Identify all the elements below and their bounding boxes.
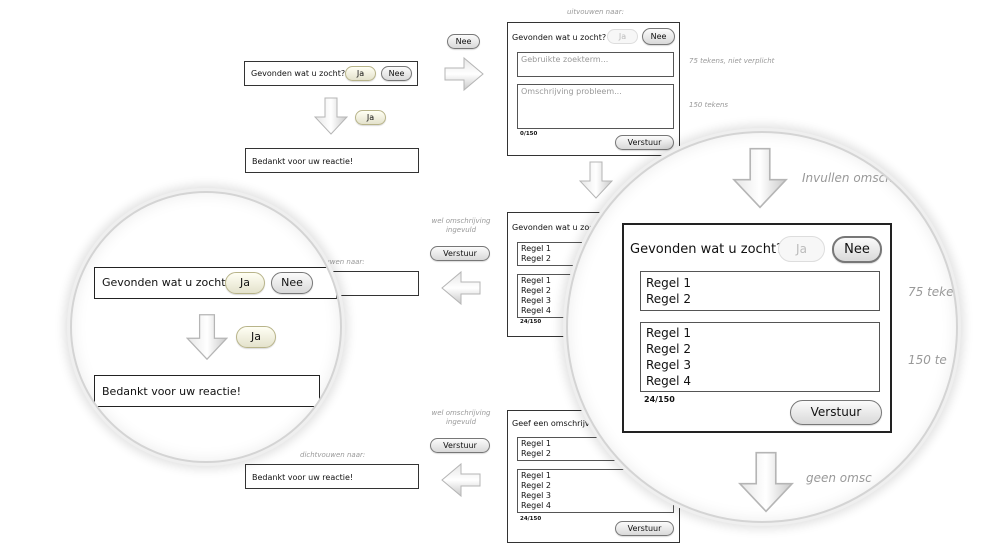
chars-150-note: 150 tekens [689, 101, 729, 109]
problem-textarea[interactable]: Omschrijving probleem... [517, 84, 674, 129]
down-arrow-icon [314, 97, 348, 135]
char-counter: 0/150 [520, 131, 538, 137]
char-counter: 24/150 [520, 319, 542, 325]
magnifier-left: Gevonden wat u zocht? Ja Nee Ja Bedankt … [70, 191, 342, 463]
yes-button[interactable]: Ja [607, 29, 638, 44]
submit-button[interactable]: Verstuur [615, 521, 674, 536]
chars-75-note-partial: 75 teke [908, 285, 954, 299]
chars-75-note: 75 tekens, niet verplicht [689, 57, 775, 65]
feedback-question-box: Gevonden wat u zocht? Ja Nee [244, 61, 418, 86]
yes-action-label: Ja [236, 326, 276, 348]
submit-action-label: Verstuur [430, 438, 490, 453]
submit-action-label: Verstuur [430, 246, 490, 261]
thanks-box: Bedankt voor uw reactie! [94, 375, 320, 407]
no-button[interactable]: Nee [271, 272, 313, 294]
question-label: Gevonden wat u zocht? [251, 69, 346, 78]
down-arrow-icon [732, 147, 788, 209]
chars-150-note-partial: 150 te [908, 353, 947, 367]
no-button[interactable]: Nee [381, 66, 412, 81]
expand-note: uitvouwen naar: [567, 8, 624, 16]
down-arrow-icon [738, 451, 794, 513]
submit-button[interactable]: Verstuur [615, 135, 674, 150]
describe-label: Geef een omschrijving [512, 419, 603, 428]
down-arrow-icon [579, 161, 613, 199]
left-arrow-icon [441, 462, 481, 498]
question-label: Gevonden wat u zocht? [630, 242, 783, 257]
left-arrow-icon [441, 270, 481, 306]
thanks-label: Bedankt voor uw reactie! [102, 385, 242, 398]
none-note-partial: geen omsc [806, 471, 872, 485]
right-arrow-icon [444, 56, 484, 92]
yes-action-label: Ja [355, 110, 386, 125]
search-term-input[interactable]: Gebruikte zoekterm... [517, 52, 674, 77]
thanks-box: Bedankt voor uw reactie! [245, 464, 419, 489]
thanks-box: Bedankt voor uw reactie! [245, 148, 419, 173]
expanded-form: Gevonden wat u zocht? Ja Nee Gebruikte z… [507, 22, 680, 156]
question-label: Gevonden wat u zocht? [512, 223, 607, 232]
no-button[interactable]: Nee [642, 28, 675, 45]
char-counter: 24/150 [520, 516, 542, 522]
thanks-label: Bedankt voor uw reactie! [252, 473, 354, 482]
expand-note-partial: ouwen naar: [321, 258, 365, 266]
question-label: Gevonden wat u zocht? [512, 33, 607, 42]
collapse-note: dichtvouwen naar: [300, 451, 366, 459]
no-action-label: Nee [447, 34, 480, 49]
fill-in-note-partial: Invullen omsch [802, 171, 893, 185]
thanks-label: Bedankt voor uw reactie! [252, 157, 354, 166]
magnifier-right: Invullen omsch Gevonden wat u zocht? Ja … [566, 131, 958, 523]
yes-button[interactable]: Ja [345, 66, 376, 81]
submit-button[interactable]: Verstuur [790, 400, 882, 425]
question-label: Gevonden wat u zocht? [102, 276, 232, 289]
yes-button[interactable]: Ja [225, 272, 265, 294]
no-button[interactable]: Nee [832, 236, 882, 263]
down-arrow-icon [186, 314, 228, 361]
yes-button[interactable]: Ja [778, 236, 825, 262]
feedback-question-box: Gevonden wat u zocht? Ja Nee [94, 267, 337, 299]
char-counter: 24/150 [644, 395, 675, 404]
